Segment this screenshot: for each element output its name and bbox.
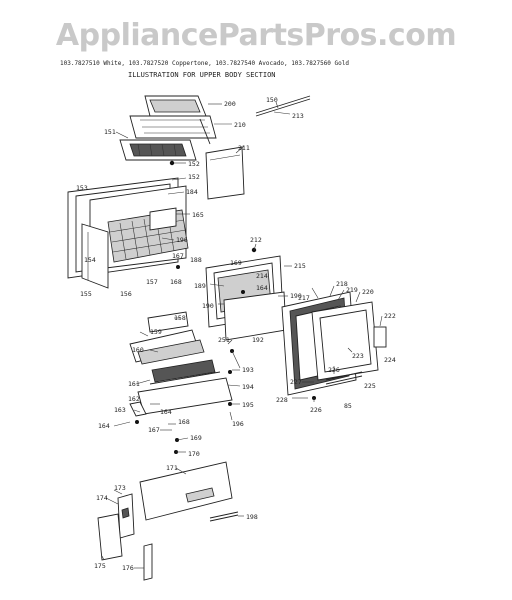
callout-158: 158 [174,314,186,322]
callout-169b: 169 [190,434,202,442]
callout-211: 211 [238,144,250,152]
callout-162: 162 [128,395,140,403]
side-panel-154 [81,223,109,289]
callout-167b: 167 [148,426,160,434]
callout-226: 226 [328,366,340,374]
plate-175 [97,513,123,561]
bracket-165 [149,207,177,231]
callout-176: 176 [122,564,134,572]
callout-217: 217 [298,294,310,302]
strip-225 [325,371,363,385]
callout-156: 156 [120,290,132,298]
glass-192 [223,291,287,341]
callout-198: 198 [246,513,258,521]
callout-151: 151 [104,128,116,136]
callout-161: 161 [128,380,140,388]
callout-227: 227 [290,378,302,386]
callout-168: 168 [170,278,182,286]
callout-220: 220 [362,288,374,296]
site-watermark: AppliancePartsPros.com [55,18,457,53]
drawer-body-194 [129,377,233,417]
rod-150 [255,95,311,117]
callout-85: 85 [344,402,352,410]
callout-155: 155 [80,290,92,298]
callout-159: 159 [150,328,162,336]
side-174 [117,493,135,539]
callout-219: 219 [346,286,358,294]
drawer-panel-171 [139,461,233,521]
callout-251: 251 [218,336,230,344]
callout-214: 214 [256,272,268,280]
handle-224 [373,326,387,348]
callout-213: 213 [292,112,304,120]
callout-189: 189 [194,282,206,290]
model-numbers: 103.7827510 White, 103.7827520 Copperton… [60,60,349,67]
callout-194: 194 [242,383,254,391]
callout-222: 222 [384,312,396,320]
callout-labels: 200 210 150 213 151 152 211 153 152 184 … [76,96,396,572]
broiler-pan-200 [129,95,217,139]
callout-168b: 168 [178,418,190,426]
callout-169: 169 [230,259,242,267]
callout-150: 150 [266,96,278,104]
callout-164: 164 [256,284,268,292]
callout-196: 196 [176,236,188,244]
callout-210: 210 [234,121,246,129]
callout-184: 184 [186,188,198,196]
callout-157: 157 [146,278,158,286]
leader-lines [101,101,383,569]
callout-152b: 152 [188,173,200,181]
callout-160: 160 [132,346,144,354]
callout-200: 200 [224,100,236,108]
burner-161 [149,359,221,385]
callout-193: 193 [242,366,254,374]
callout-190b: 190 [290,292,302,300]
callout-196b: 196 [232,420,244,428]
callout-218: 218 [336,280,348,288]
callout-165: 165 [192,211,204,219]
door-liner-219 [311,301,379,381]
callout-153: 153 [76,184,88,192]
callout-215: 215 [294,262,306,270]
callout-223: 223 [352,352,364,360]
callout-228: 228 [276,396,288,404]
callout-152: 152 [188,160,200,168]
callout-224: 224 [384,356,396,364]
callout-173: 173 [114,484,126,492]
callout-174: 174 [96,494,108,502]
broiler-grid-151 [119,118,211,161]
callout-164b: 164 [98,422,110,430]
callout-163: 163 [114,406,126,414]
burner-assembly-159 [129,311,205,365]
callout-192: 192 [252,336,264,344]
callout-226b: 226 [310,406,322,414]
callout-164c: 164 [160,408,172,416]
rod-176 [143,543,153,581]
callout-190: 190 [202,302,214,310]
strip-198 [209,511,239,522]
diagram-title: ILLUSTRATION FOR UPPER BODY SECTION [128,71,276,79]
panel-211 [205,146,245,200]
callout-154: 154 [84,256,96,264]
callout-171: 171 [166,464,178,472]
callout-188: 188 [190,256,202,264]
callout-225: 225 [364,382,376,390]
callout-175: 175 [94,562,106,570]
callout-195: 195 [242,401,254,409]
callout-170: 170 [188,450,200,458]
callout-167: 167 [172,252,184,260]
callout-212: 212 [250,236,262,244]
